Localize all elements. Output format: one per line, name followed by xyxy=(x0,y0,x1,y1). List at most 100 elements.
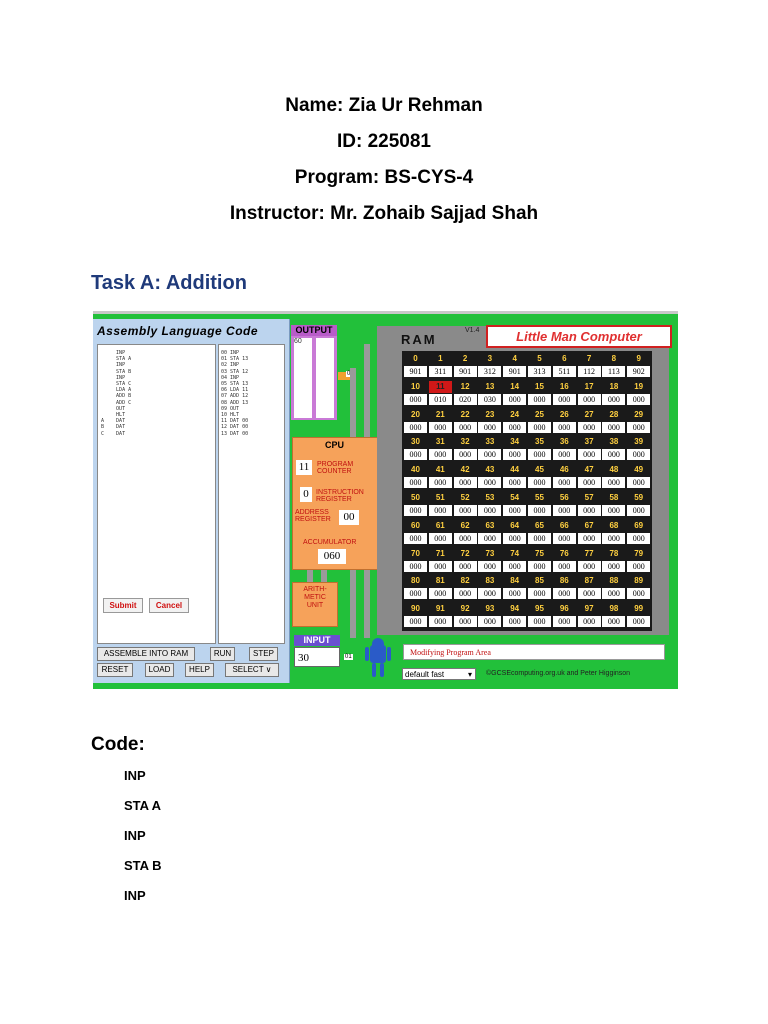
ram-value[interactable]: 030 xyxy=(478,393,502,405)
ram-value[interactable]: 000 xyxy=(478,560,502,572)
ram-value[interactable]: 010 xyxy=(428,393,452,405)
ram-value[interactable]: 000 xyxy=(627,532,651,544)
ram-value[interactable]: 000 xyxy=(404,560,427,572)
ram-value[interactable]: 000 xyxy=(404,393,427,405)
ram-value[interactable]: 000 xyxy=(428,505,452,516)
ram-value[interactable]: 000 xyxy=(552,393,576,405)
ram-value[interactable]: 000 xyxy=(478,449,502,461)
ram-value[interactable]: 000 xyxy=(453,505,477,516)
assemble-button[interactable]: ASSEMBLE INTO RAM xyxy=(97,647,195,661)
ram-value[interactable]: 000 xyxy=(602,560,626,572)
ram-value[interactable]: 000 xyxy=(528,505,551,516)
ram-value[interactable]: 000 xyxy=(602,532,626,544)
ram-value[interactable]: 000 xyxy=(453,616,477,628)
ram-value[interactable]: 000 xyxy=(577,532,601,544)
input-field[interactable]: 30 xyxy=(294,647,340,667)
ram-value[interactable]: 000 xyxy=(404,449,427,461)
ram-value[interactable]: 000 xyxy=(478,616,502,628)
ram-value[interactable]: 511 xyxy=(552,366,576,377)
ram-value[interactable]: 000 xyxy=(478,477,502,489)
ram-value[interactable]: 000 xyxy=(528,393,551,405)
ram-value[interactable]: 020 xyxy=(453,393,477,405)
reset-button[interactable]: RESET xyxy=(97,663,133,677)
ram-value[interactable]: 000 xyxy=(503,588,527,600)
ram-value[interactable]: 000 xyxy=(602,505,626,516)
ram-value[interactable]: 000 xyxy=(602,393,626,405)
ram-value[interactable]: 000 xyxy=(478,505,502,516)
ram-value[interactable]: 000 xyxy=(404,477,427,489)
ram-value[interactable]: 000 xyxy=(627,505,651,516)
ram-value[interactable]: 000 xyxy=(627,560,651,572)
ram-value[interactable]: 901 xyxy=(453,366,477,377)
ram-value[interactable]: 000 xyxy=(602,477,626,489)
ram-value[interactable]: 000 xyxy=(627,616,651,628)
ram-value[interactable]: 000 xyxy=(577,588,601,600)
ram-value[interactable]: 000 xyxy=(503,449,527,461)
ram-value[interactable]: 000 xyxy=(503,393,527,405)
ram-value[interactable]: 000 xyxy=(428,532,452,544)
ram-value[interactable]: 000 xyxy=(503,616,527,628)
ram-value[interactable]: 000 xyxy=(552,505,576,516)
ram-value[interactable]: 000 xyxy=(577,505,601,516)
ram-value[interactable]: 000 xyxy=(552,449,576,461)
ram-value[interactable]: 000 xyxy=(428,421,452,433)
ram-value[interactable]: 000 xyxy=(428,477,452,489)
ram-value[interactable]: 000 xyxy=(528,532,551,544)
ram-value[interactable]: 000 xyxy=(528,588,551,600)
ram-value[interactable]: 000 xyxy=(404,532,427,544)
ram-value[interactable]: 000 xyxy=(453,449,477,461)
run-button[interactable]: RUN xyxy=(210,647,235,661)
ram-value[interactable]: 000 xyxy=(627,393,651,405)
select-dropdown[interactable]: SELECT ∨ xyxy=(225,663,279,677)
ram-value[interactable]: 000 xyxy=(503,560,527,572)
load-button[interactable]: LOAD xyxy=(145,663,174,677)
ram-value[interactable]: 000 xyxy=(404,505,427,516)
